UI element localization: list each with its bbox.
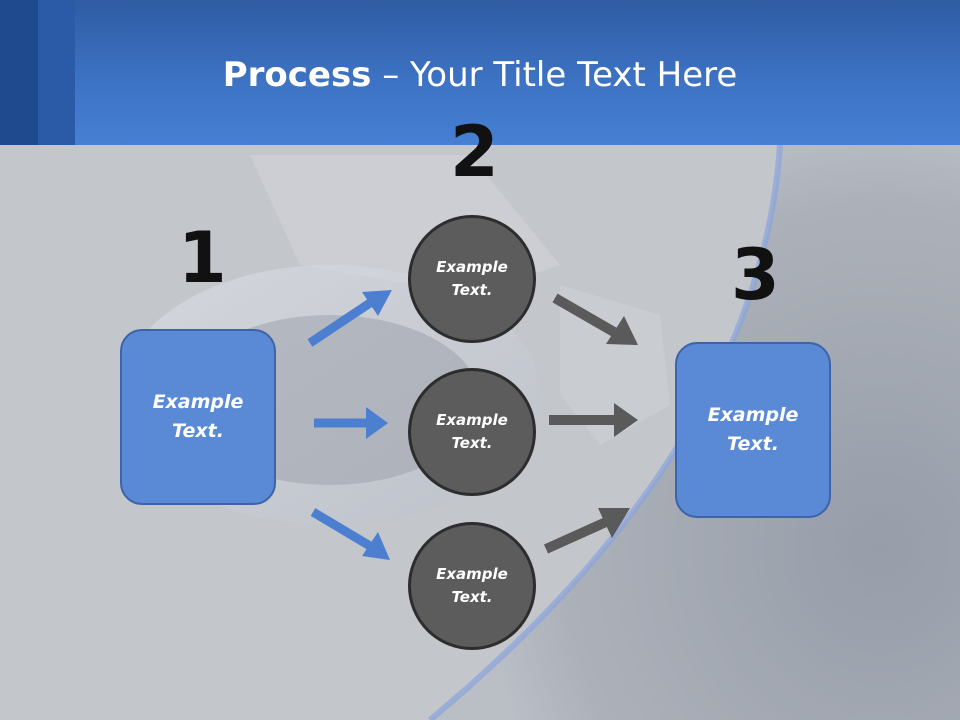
step-2-circle-bottom: Example Text. xyxy=(408,522,536,650)
slide-title: Process – Your Title Text Here xyxy=(0,52,960,98)
header-band: Process – Your Title Text Here xyxy=(0,0,960,145)
circle-text-line2: Text. xyxy=(451,434,493,452)
step-number-1: 1 xyxy=(178,217,227,299)
header-stripe xyxy=(38,0,75,145)
step-2-circle-top: Example Text. xyxy=(408,215,536,343)
title-bold: Process xyxy=(222,55,372,95)
step-1-box: Example Text. xyxy=(120,329,276,505)
box-text-line1: Example xyxy=(707,404,799,426)
box-text-line2: Text. xyxy=(172,420,224,442)
circle-text-line2: Text. xyxy=(451,281,493,299)
box-text-line1: Example xyxy=(152,391,244,413)
title-rest: – Your Title Text Here xyxy=(371,55,738,95)
step-2-circle-middle: Example Text. xyxy=(408,368,536,496)
step-3-box: Example Text. xyxy=(675,342,831,518)
circle-text-line1: Example xyxy=(436,565,508,583)
circle-text-line1: Example xyxy=(436,258,508,276)
circle-text-line2: Text. xyxy=(451,588,493,606)
step-number-2: 2 xyxy=(450,111,499,193)
header-stripe xyxy=(0,0,38,145)
step-number-3: 3 xyxy=(731,234,780,316)
box-text-line2: Text. xyxy=(727,433,779,455)
circle-text-line1: Example xyxy=(436,411,508,429)
